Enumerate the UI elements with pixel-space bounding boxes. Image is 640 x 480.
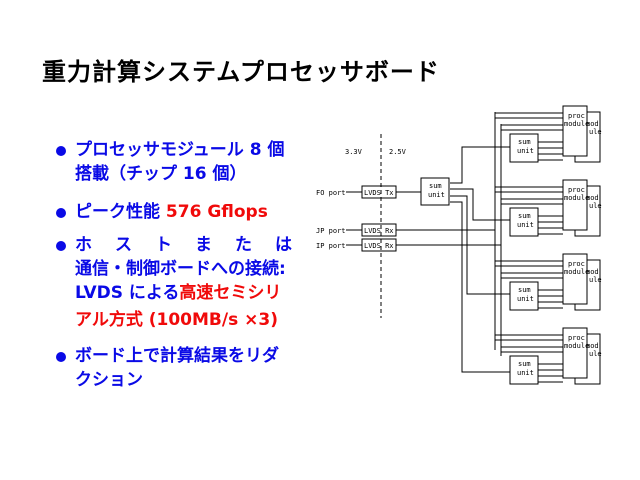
diagram-label: sum	[518, 360, 531, 368]
diagram-label: proc	[568, 260, 585, 268]
diagram-label: mod	[586, 194, 599, 202]
bullet-2-highlight: 576 Gflops	[165, 202, 268, 222]
proc-module-box	[562, 179, 588, 231]
diagram-label: sum	[518, 286, 531, 294]
diagram-label: ule	[589, 128, 602, 136]
bullet-icon	[56, 208, 66, 218]
ip-port-label: IP port	[316, 242, 346, 250]
bullet-4-line-2: クション	[75, 370, 143, 390]
diagram-label: module	[564, 342, 589, 350]
center-sum-unit	[420, 177, 450, 206]
bullet-2-line: ピーク性能 576 Gflops	[75, 202, 268, 222]
bullet-4-line-1: ボード上で計算結果をリダ	[75, 346, 279, 366]
lvds-tx-label: LVDS Tx	[364, 189, 394, 197]
bullet-1-line-2: 搭載（チップ 16 個）	[75, 164, 247, 184]
lvds-rx-label: LVDS Rx	[364, 242, 394, 250]
diagram-label: ule	[589, 276, 602, 284]
proc-module-box	[562, 105, 588, 157]
bullet-3-highlight: 高速セミシリ	[179, 283, 282, 303]
diagram-label: unit	[517, 295, 534, 303]
bullet-2-text: ピーク性能	[75, 202, 166, 222]
diagram-label: module	[564, 120, 589, 128]
diagram-label: proc	[568, 334, 585, 342]
unit-label: sum	[429, 182, 442, 190]
diagram-label: unit	[517, 221, 534, 229]
proc-module-box	[562, 253, 588, 305]
bullet-icon	[56, 146, 66, 156]
bullet-3-text: LVDS による	[75, 283, 180, 303]
diagram-label: proc	[568, 112, 585, 120]
bullet-3-line-2: 通信・制御ボードへの接続:	[75, 259, 286, 279]
diagram-label: mod	[586, 342, 599, 350]
bullet-3-line-1: ホストまたは	[75, 235, 315, 255]
diagram-label: unit	[517, 147, 534, 155]
fo-port-label: FO port	[316, 189, 346, 197]
diagram-label: mod	[586, 120, 599, 128]
diagram-label: mod	[586, 268, 599, 276]
voltage-right-label: 2.5V	[389, 148, 407, 156]
bullet-3-line-4: アル方式 (100MB/s ×3)	[75, 310, 278, 330]
bullet-3-line-3: LVDS による高速セミシリ	[75, 283, 281, 303]
voltage-left-label: 3.3V	[345, 148, 363, 156]
diagram-label: unit	[517, 369, 534, 377]
jp-port-label: JP port	[316, 227, 346, 235]
bullet-1-line-1: プロセッサモジュール 8 個	[75, 140, 285, 160]
diagram-label: module	[564, 194, 589, 202]
diagram-label: ule	[589, 202, 602, 210]
bullet-icon	[56, 241, 66, 251]
diagram-label: ule	[589, 350, 602, 358]
proc-module-box	[562, 327, 588, 379]
lvds-rx-label: LVDS Rx	[364, 227, 394, 235]
unit-label: unit	[428, 191, 445, 199]
diagram-label: proc	[568, 186, 585, 194]
diagram-label: sum	[518, 138, 531, 146]
slide-title: 重力計算システムプロセッサボード	[42, 58, 440, 86]
bullet-icon	[56, 352, 66, 362]
diagram-label: sum	[518, 212, 531, 220]
diagram-label: module	[564, 268, 589, 276]
